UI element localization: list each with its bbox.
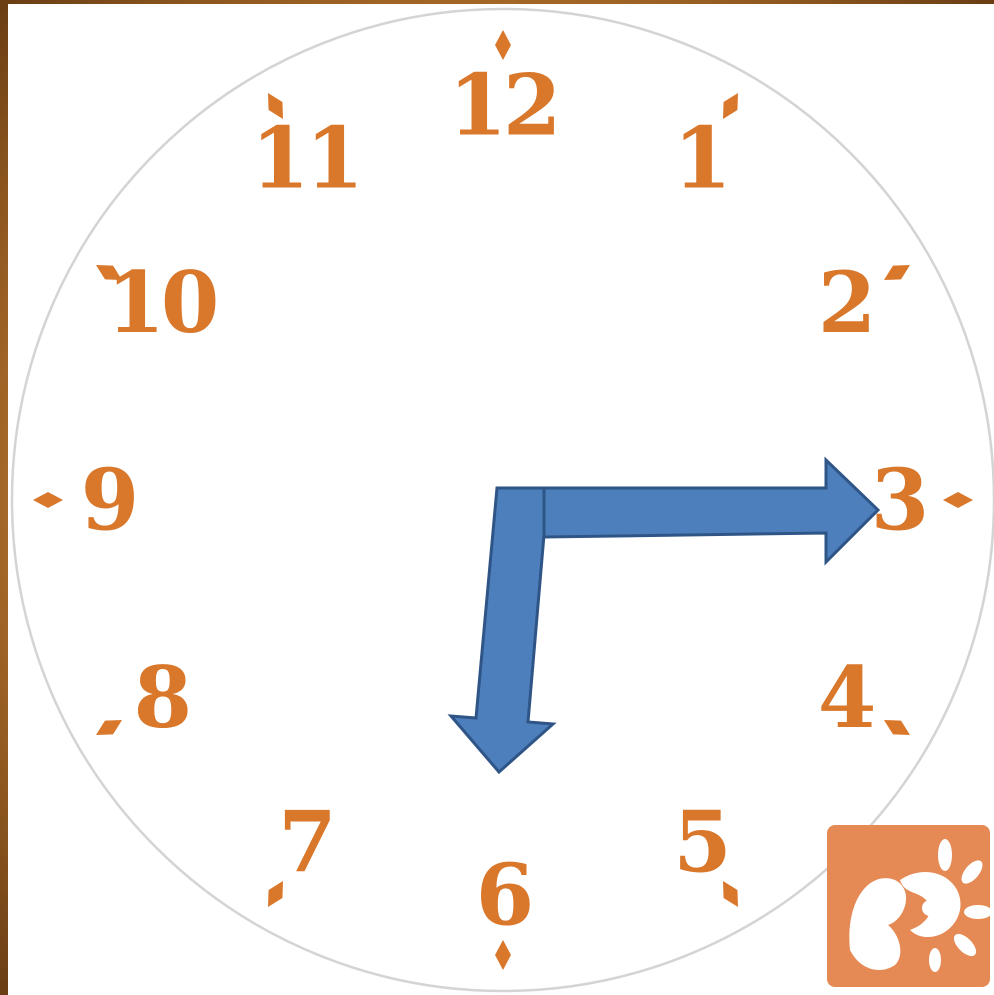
numeral-7: 7 bbox=[278, 793, 332, 892]
numeral-1: 1 bbox=[673, 108, 727, 207]
numeral-9: 9 bbox=[81, 451, 135, 550]
numeral-4: 4 bbox=[818, 648, 873, 747]
numeral-10: 10 bbox=[106, 253, 215, 352]
numeral-11: 11 bbox=[251, 108, 360, 207]
numeral-6: 6 bbox=[476, 846, 530, 945]
numeral-12: 12 bbox=[449, 56, 558, 155]
numeral-2: 2 bbox=[818, 253, 872, 352]
numeral-5: 5 bbox=[673, 793, 727, 892]
numeral-8: 8 bbox=[134, 648, 188, 747]
sun-swirl-logo-icon bbox=[827, 825, 992, 987]
numeral-3: 3 bbox=[871, 451, 925, 550]
